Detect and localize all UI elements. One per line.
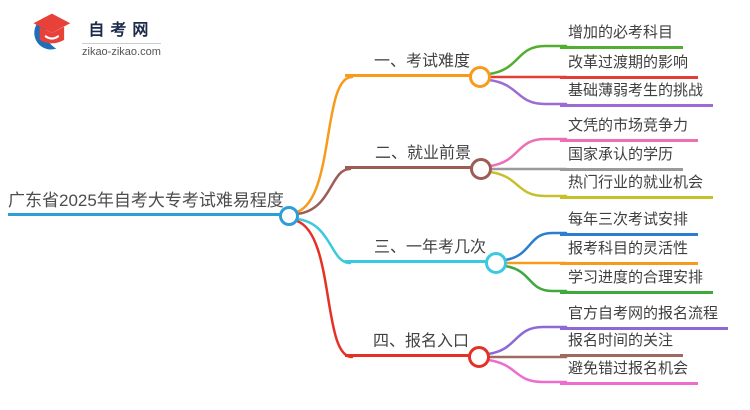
branch3-junction (485, 252, 507, 274)
subtopic-node: 国家承认的学历 (560, 145, 684, 171)
subtopic-node: 报考科目的灵活性 (560, 239, 699, 265)
zikao-logo-icon (33, 13, 71, 50)
subtopic-node: 改革过渡期的影响 (560, 53, 699, 79)
subtopic-node: 文凭的市场竞争力 (560, 116, 699, 142)
logo-title: 自考网 (88, 22, 155, 39)
branch-node-4: 四、报名入口 (345, 332, 469, 357)
subtopic-node: 避免错过报名机会 (560, 359, 699, 385)
branch1-junction (469, 66, 491, 88)
subtopic-node: 报名时间的关注 (560, 331, 684, 357)
branch4-junction (468, 346, 490, 368)
subtopic-node: 热门行业的就业机会 (560, 173, 714, 199)
branch-node-1: 一、考试难度 (345, 52, 470, 77)
branch2-junction (470, 158, 492, 180)
subtopic-node: 基础薄弱考生的挑战 (560, 81, 714, 107)
root-node: 广东省2025年自考大专考试难易程度 (8, 191, 284, 216)
subtopic-node: 增加的必考科目 (560, 23, 684, 49)
subtopic-node: 每年三次考试安排 (560, 210, 699, 236)
site-logo: 自考网 zikao-zikao.com (30, 10, 161, 58)
subtopic-node: 官方自考网的报名流程 (560, 304, 729, 330)
branch-node-3: 三、一年考几次 (345, 238, 486, 263)
root-junction (279, 206, 299, 226)
branch-node-2: 二、就业前景 (345, 144, 471, 169)
logo-domain: zikao-zikao.com (82, 43, 161, 58)
subtopic-node: 学习进度的合理安排 (560, 268, 714, 294)
